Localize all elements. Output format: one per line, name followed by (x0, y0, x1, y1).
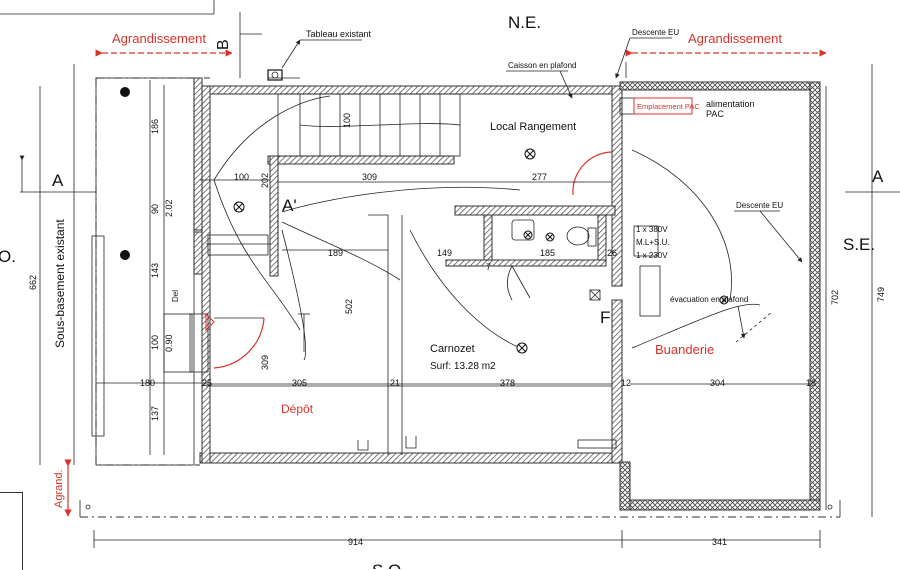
ceiling-lights (233, 148, 729, 354)
descente-eu-top-label: Descente EU (632, 28, 679, 37)
room-depot: Dépôt (281, 402, 314, 416)
tableau-marker: Tableau existant (267, 29, 372, 81)
dim-right-702: 702 (830, 290, 840, 305)
existing-walls (193, 77, 623, 464)
extension-bottom-label: Agrand. (53, 469, 65, 508)
dim-b-304: 304 (710, 378, 725, 388)
section-a-right-label: A (872, 167, 884, 186)
dim-b-12: 12 (621, 378, 631, 388)
section-b: B (215, 12, 262, 78)
caisson-label: Caisson en plafond (508, 61, 577, 70)
section-a-prime-label: A' (282, 196, 297, 215)
alimentation-pac-label: PAC (706, 109, 724, 119)
dim-b-180: 180 (140, 378, 155, 388)
light-fixture (120, 87, 130, 260)
room-carnozet-area: Surf: 13.28 m2 (430, 361, 496, 372)
partitions (91, 77, 810, 466)
room-buanderie: Buanderie (655, 342, 714, 357)
orientation-so: S.O. (372, 561, 406, 569)
dim-v-202: 2.02 (164, 199, 174, 217)
f-label: F (600, 308, 610, 327)
alimentation-label: alimentation (706, 99, 755, 109)
dim-bottom-914: 914 (348, 537, 363, 547)
dim-v-137: 137 (150, 406, 160, 421)
room-carnozet: Carnozet (430, 343, 475, 355)
dim-v-100: 100 (150, 335, 160, 350)
door-swings (205, 151, 613, 369)
dim-b-305: 305 (292, 378, 307, 388)
orientation-o: O. (0, 247, 16, 266)
wiring (213, 95, 761, 361)
staircase (277, 93, 461, 157)
dim-b-378: 378 (500, 378, 515, 388)
dim-mid-149: 149 (437, 248, 452, 258)
sous-sol-label: Sous-basement existant (53, 219, 67, 348)
dim-v-090: 0.90 (164, 334, 174, 352)
pac-label: Emplacement PAC (637, 102, 700, 111)
legend-fragment (0, 492, 23, 570)
dim-left-662: 662 (28, 275, 38, 290)
extension-right-marker: Agrandissement (625, 31, 827, 57)
dim-v-186: 186 (150, 119, 160, 134)
new-walls (619, 81, 821, 511)
evacuation-label: évacuation en plafond (670, 295, 748, 304)
pac-box (633, 97, 693, 115)
dim-b-18: 18 (806, 378, 816, 388)
dim-mid-7: 7 (486, 262, 491, 272)
dimension-labels: 100 202 309 277 189 149 7 185 26 186 90 … (28, 113, 886, 547)
section-a-left: A (19, 155, 96, 193)
elec-line-1: 1 x 380V (636, 225, 668, 234)
elec-panel (633, 225, 659, 257)
extension-left-label: Agrandissement (112, 31, 206, 46)
dim-right-749: 749 (876, 287, 886, 302)
orientation-se: S.E. (843, 235, 875, 254)
descente-eu-right-label: Descente EU (736, 201, 783, 210)
dim-mid-185: 185 (540, 248, 555, 258)
del-label: Del (171, 290, 180, 302)
dim-mid-189: 189 (328, 248, 343, 258)
section-b-label: B (215, 39, 232, 50)
elec-line-2: M.L+S.U. (636, 238, 670, 247)
dim-bottom-341: 341 (712, 537, 727, 547)
dim-b-25: 25 (202, 378, 212, 388)
dim-v-143: 143 (150, 263, 160, 278)
extension-left-marker: Agrandissement (95, 31, 233, 57)
section-a-left-label: A (52, 171, 64, 190)
extension-bottom-marker: Agrand. (53, 459, 72, 517)
elec-line-3: 1 x 230V (636, 251, 668, 260)
dim-top-100: 100 (234, 172, 249, 182)
dim-v-100b: 100 (342, 113, 352, 128)
dimension-lines (39, 64, 873, 548)
dim-top-277: 277 (532, 172, 547, 182)
section-a-right: A (845, 167, 900, 193)
dim-top-309: 309 (362, 172, 377, 182)
bathroom-fixtures (511, 97, 661, 449)
dim-top-202: 202 (260, 173, 270, 188)
title-block-fragment (0, 0, 215, 15)
dim-v-502: 502 (344, 299, 354, 314)
extension-right-label: Agrandissement (688, 31, 782, 46)
dim-b-21: 21 (390, 378, 400, 388)
dim-mid-26: 26 (607, 248, 617, 258)
tableau-label: Tableau existant (306, 29, 372, 39)
dim-v-309: 309 (260, 355, 270, 370)
dim-v-90: 90 (150, 204, 160, 214)
orientation-ne: N.E. (508, 13, 541, 32)
room-local-rangement: Local Rangement (490, 121, 576, 133)
radiator (298, 313, 417, 451)
